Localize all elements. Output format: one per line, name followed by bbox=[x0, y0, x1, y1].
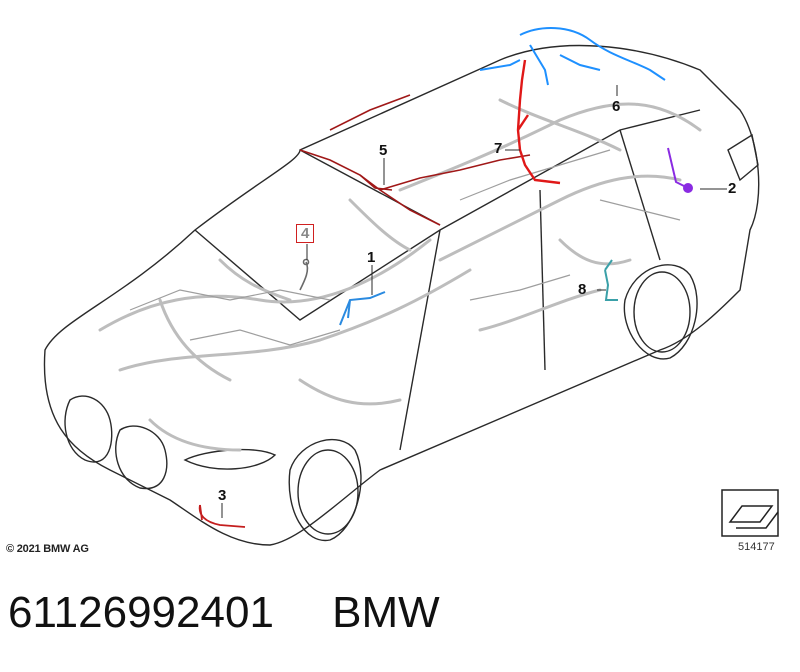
wiring-harness-diagram bbox=[43, 27, 779, 546]
reference-pictogram bbox=[721, 489, 779, 537]
footer: 61126992401 BMW bbox=[8, 588, 440, 638]
part-number: 61126992401 bbox=[8, 588, 274, 637]
callout-leader-lines bbox=[221, 85, 727, 518]
background-harness-network bbox=[98, 98, 702, 452]
harness-3 bbox=[198, 504, 246, 528]
harness-6 bbox=[479, 27, 666, 86]
callout-1: 1 bbox=[367, 249, 376, 266]
harness-7 bbox=[516, 59, 561, 185]
callout-8: 8 bbox=[578, 281, 587, 298]
car-body-outline bbox=[43, 44, 760, 546]
harness-4 bbox=[299, 258, 310, 291]
callout-7: 7 bbox=[494, 140, 503, 157]
callout-6: 6 bbox=[612, 98, 621, 115]
reference-number: 514177 bbox=[738, 541, 775, 553]
harness-2 bbox=[667, 147, 693, 193]
brand-name: BMW bbox=[332, 588, 440, 637]
harness-1 bbox=[339, 291, 386, 326]
callout-2: 2 bbox=[728, 180, 737, 197]
callout-5: 5 bbox=[379, 142, 388, 159]
copyright-text: © 2021 BMW AG bbox=[6, 543, 89, 555]
harness-5 bbox=[299, 94, 531, 226]
callout-4: 4 bbox=[296, 224, 315, 243]
harness-8 bbox=[604, 259, 618, 301]
background-harness-thin bbox=[129, 149, 681, 346]
callout-3: 3 bbox=[218, 487, 227, 504]
